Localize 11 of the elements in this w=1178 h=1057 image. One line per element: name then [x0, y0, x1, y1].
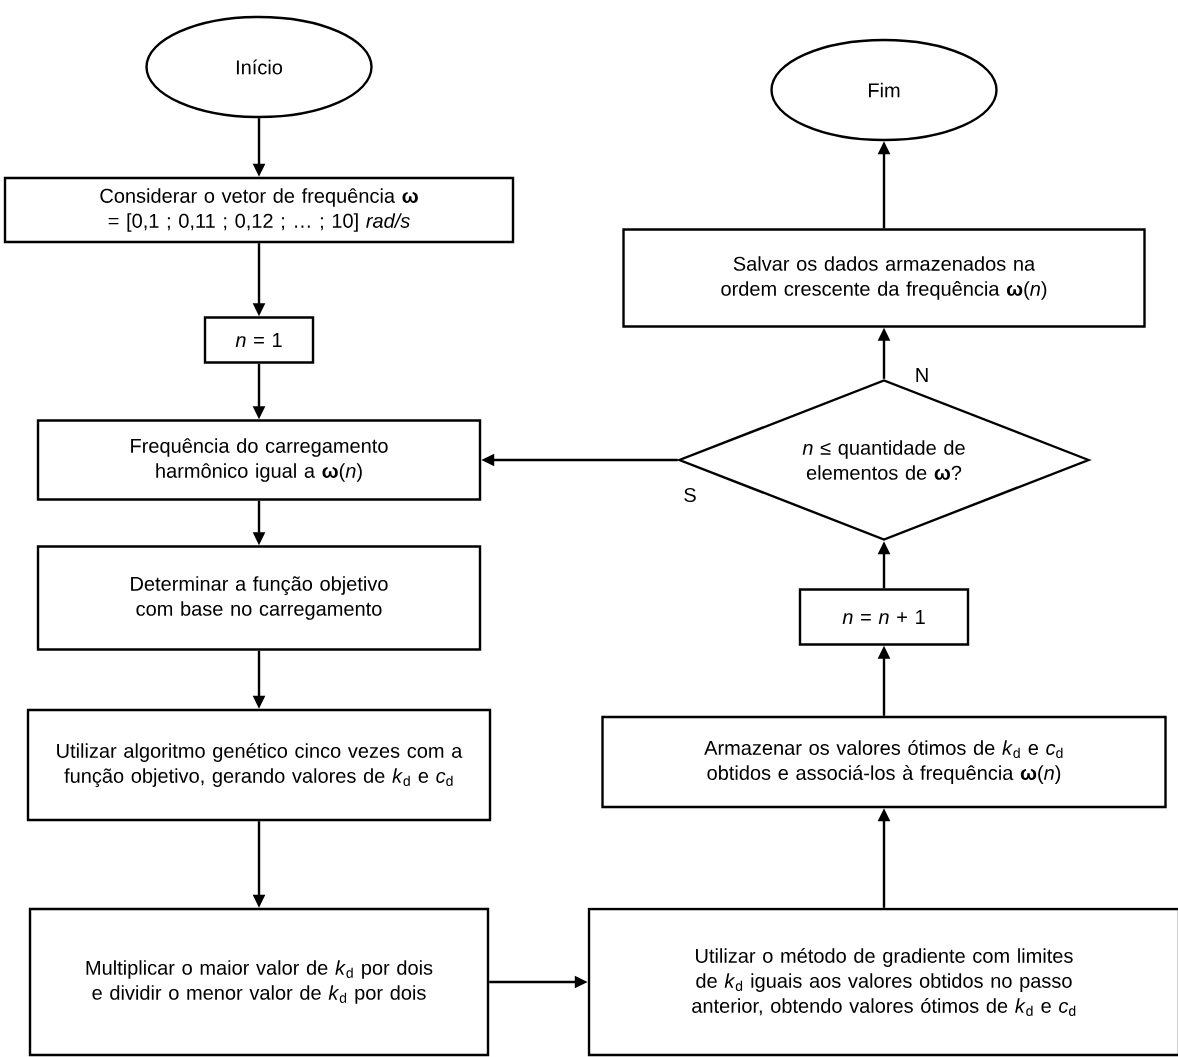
- edge-label: S: [682, 486, 698, 504]
- process-box: Multiplicar o maior valor de k$_{d}$ por dois e dividir o menor valor de k$_{d}$ por dois: [28, 907, 490, 1057]
- process-box: Armazenar os valores ótimos de k$_{d}$ e c$_{d}$ obtidos e associá-los à frequência ω(n): [601, 715, 1167, 809]
- process-box: Determinar a função objetivo com base no carregamento: [36, 545, 482, 651]
- process-box: Considerar o vetor de frequência ω = [0,1 ; 0,11 ; 0,12 ; … ; 10] rad/s: [3, 176, 515, 244]
- process-box: n = 1: [203, 316, 315, 364]
- process-box: Utilizar o método de gradiente com limites de k$_{d}$ iguais aos valores obtidos no passo anterior, obtendo valores ótimos de k$_{d}$ e c$_{d}$: [587, 907, 1178, 1057]
- process-box: Utilizar algoritmo genético cinco vezes com a função objetivo, gerando valores de k$_{d}$ e c$_{d}$: [26, 708, 492, 822]
- process-box: n = n + 1: [798, 588, 970, 646]
- process-box: Salvar os dados armazenados na ordem crescente da frequência ω(n): [622, 228, 1146, 328]
- process-box: Frequência do carregamento harmônico igual a ω(n): [36, 419, 482, 501]
